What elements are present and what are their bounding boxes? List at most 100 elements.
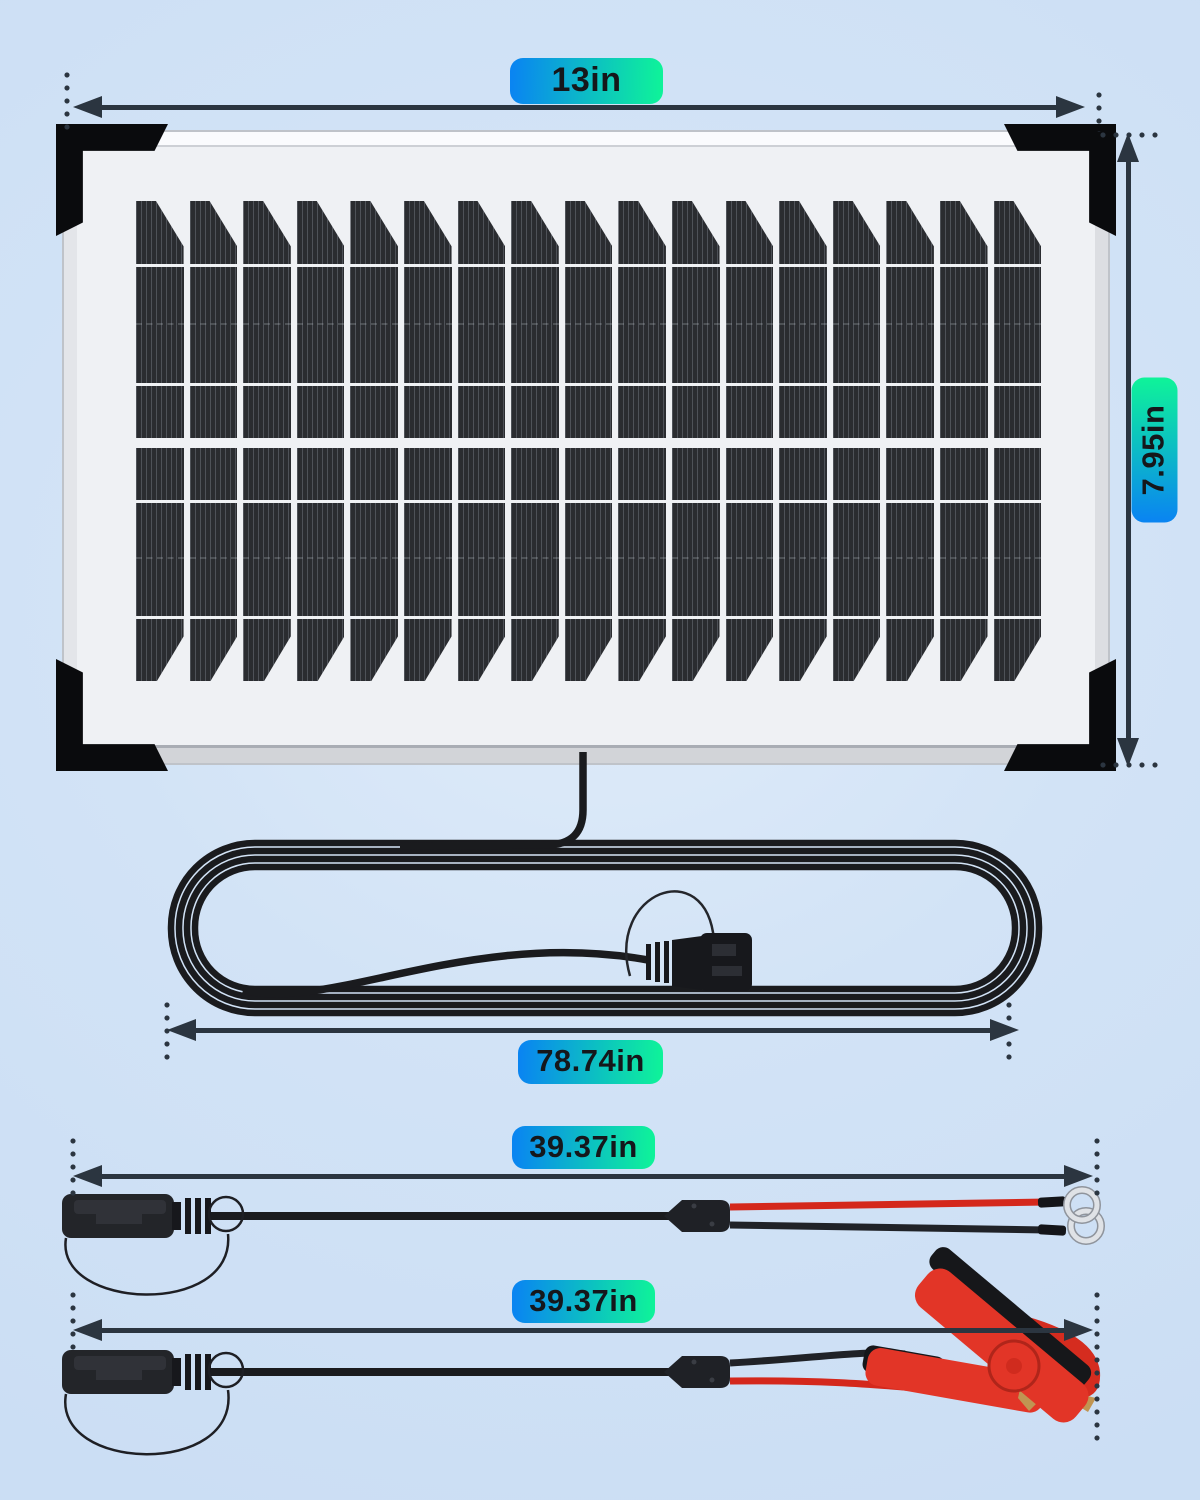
solar-cell-segment — [457, 619, 506, 681]
solar-cell-segment — [618, 386, 666, 438]
solar-cell-segment — [136, 619, 184, 681]
solar-cell-column — [243, 201, 291, 681]
solar-cell-segment — [671, 619, 720, 681]
solar-cell-column — [457, 201, 506, 681]
solar-cell-segment — [939, 448, 988, 500]
tether-loop — [207, 1195, 245, 1233]
solar-cell-segment — [993, 267, 1042, 383]
solar-cell-segment — [725, 503, 774, 616]
solar-cell-segment — [618, 201, 666, 264]
solar-cell-segment — [189, 448, 238, 500]
solar-cell-column — [136, 201, 184, 681]
solar-cell-segment — [189, 619, 238, 681]
solar-cell-segment — [511, 267, 559, 383]
panel-lead-cable — [399, 752, 587, 850]
solar-cell-segment — [832, 267, 881, 383]
solar-cell-segment — [671, 503, 720, 616]
solar-cell-column — [993, 201, 1042, 681]
solar-cell-segment — [564, 386, 613, 438]
solar-cell-segment — [886, 386, 934, 438]
height-dimension-arrow — [1117, 133, 1139, 767]
solar-cell-segment — [886, 267, 934, 383]
solar-cell-segment — [886, 448, 934, 500]
solar-cell-segment — [779, 503, 827, 616]
solar-cell-segment — [403, 619, 452, 681]
dust-cap-tether — [64, 1233, 230, 1296]
height-dimension-badge: 7.95in — [1131, 377, 1178, 523]
clip-cable-dimension-arrow — [73, 1319, 1093, 1341]
solar-cell-segment — [618, 619, 666, 681]
solar-cell-segment — [725, 619, 774, 681]
solar-cell-segment — [296, 386, 345, 438]
solar-cell-segment — [618, 448, 666, 500]
solar-panel — [62, 130, 1110, 765]
solar-cell-segment — [136, 503, 184, 616]
solar-cell-segment — [457, 201, 506, 264]
solar-cell-segment — [403, 503, 452, 616]
solar-cell-segment — [993, 201, 1042, 264]
solar-cell-segment — [939, 619, 988, 681]
solar-cell-segment — [939, 201, 988, 264]
solar-cell-segment — [725, 448, 774, 500]
sae-connector-coil — [646, 933, 752, 991]
solar-cell-column — [189, 201, 238, 681]
solar-cell-segment — [511, 201, 559, 264]
solar-cell-segment — [779, 448, 827, 500]
solar-cell-segment — [511, 386, 559, 438]
solar-cell-segment — [993, 386, 1042, 438]
sae-connector — [62, 1194, 211, 1238]
solar-cell-segment — [403, 386, 452, 438]
solar-cell-segment — [403, 448, 452, 500]
width-dimension-label: 13in — [551, 60, 622, 99]
solar-cell-segment — [403, 201, 452, 264]
solar-cell-segment — [564, 201, 613, 264]
solar-cell-segment — [993, 448, 1042, 500]
extension-line-left — [64, 72, 70, 130]
extension-line-right — [1094, 1292, 1100, 1448]
cable-junction — [664, 1356, 730, 1388]
tether-loop — [207, 1351, 245, 1389]
width-dimension-badge: 13in — [510, 58, 663, 104]
solar-cell-segment — [350, 386, 398, 438]
sae-connector — [62, 1350, 211, 1394]
solar-cell-segment — [564, 503, 613, 616]
solar-cell-segment — [671, 201, 720, 264]
cable-junction — [664, 1200, 730, 1232]
solar-cell-column — [403, 201, 452, 681]
ring-cable-dimension-badge: 39.37in — [512, 1126, 655, 1169]
solar-cell-segment — [457, 448, 506, 500]
solar-cell-segment — [886, 503, 934, 616]
solar-cell-segment — [993, 619, 1042, 681]
clip-grip — [929, 1247, 1092, 1388]
red-wire — [729, 1198, 1047, 1211]
solar-cell-segment — [350, 448, 398, 500]
solar-cell-segment — [832, 201, 881, 264]
extension-cable-coil — [167, 752, 1043, 1017]
solar-cell-segment — [993, 503, 1042, 616]
solar-cell-segment — [457, 503, 506, 616]
solar-cell-segment — [939, 503, 988, 616]
solar-cell-segment — [779, 201, 827, 264]
solar-cell-segment — [403, 267, 452, 383]
solar-cell-segment — [189, 386, 238, 438]
solar-cell-segment — [243, 201, 291, 264]
solar-cell-segment — [886, 201, 934, 264]
solar-cell-segment — [725, 386, 774, 438]
solar-cell-column — [350, 201, 398, 681]
solar-cell-segment — [832, 503, 881, 616]
solar-cell-segment — [671, 386, 720, 438]
solar-cell-segment — [564, 448, 613, 500]
solar-cell-segment — [779, 619, 827, 681]
solar-cell-column — [725, 201, 774, 681]
solar-cell-column — [886, 201, 934, 681]
solar-cell-segment — [832, 386, 881, 438]
solar-cell-segment — [886, 619, 934, 681]
solar-cell-column — [939, 201, 988, 681]
solar-cell-segment — [564, 267, 613, 383]
solar-cell-segment — [939, 386, 988, 438]
solar-cell-segment — [725, 267, 774, 383]
solar-cell-segment — [457, 386, 506, 438]
solar-cell-column — [832, 201, 881, 681]
width-dimension-arrow — [73, 96, 1085, 118]
